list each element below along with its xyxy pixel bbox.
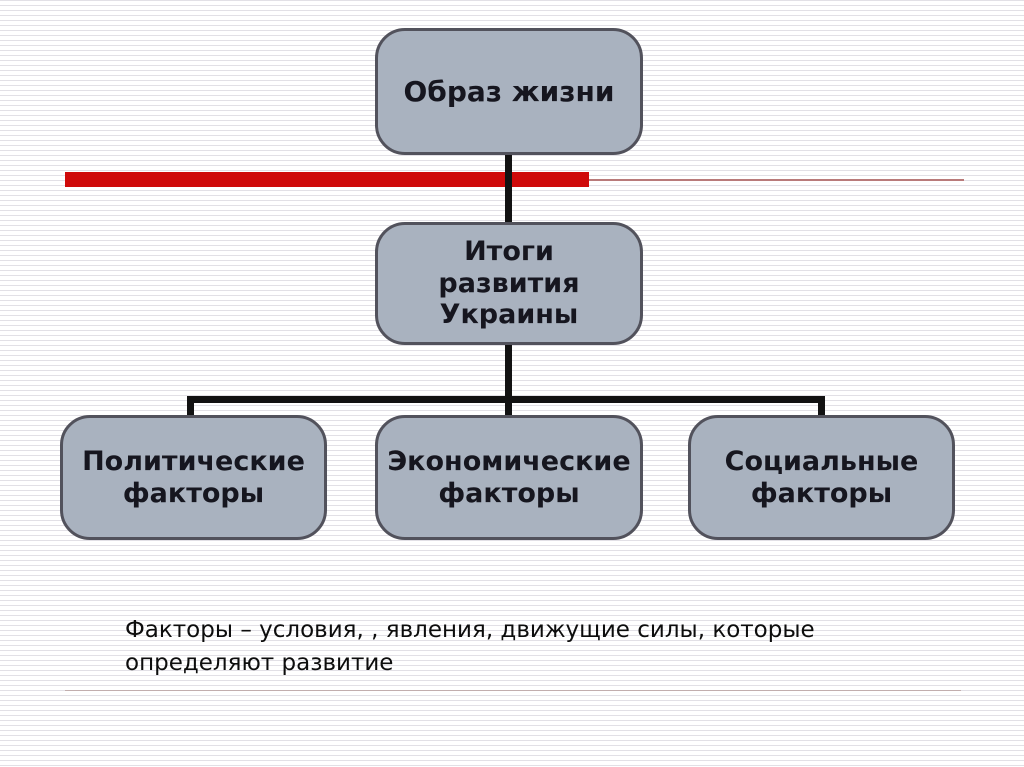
node-development-results: Итоги развития Украины	[375, 222, 643, 345]
node-social-factors-label: Социальные факторы	[724, 445, 919, 509]
connector-drop-right	[818, 396, 825, 419]
connector-middle-to-branch	[505, 343, 512, 419]
node-lifestyle-label: Образ жизни	[403, 74, 615, 108]
red-accent-bar	[65, 172, 589, 187]
node-political-factors-label: Политические факторы	[82, 445, 305, 509]
connector-drop-left	[187, 396, 194, 419]
node-economic-factors: Экономические факторы	[375, 415, 643, 540]
connector-root-to-middle	[505, 152, 512, 224]
connector-branch-horizontal	[187, 396, 825, 403]
red-accent-thin-line	[589, 179, 964, 181]
node-lifestyle: Образ жизни	[375, 28, 643, 155]
definition-note: Факторы – условия, , явления, движущие с…	[125, 614, 905, 679]
definition-note-line1: Факторы – условия, , явления, движущие с…	[125, 617, 815, 643]
node-political-factors: Политические факторы	[60, 415, 327, 540]
definition-note-line2: определяют развитие	[125, 649, 394, 676]
node-economic-factors-label: Экономические факторы	[387, 445, 631, 509]
footer-divider-line	[65, 690, 961, 691]
node-development-results-label: Итоги развития Украины	[438, 235, 580, 331]
node-social-factors: Социальные факторы	[688, 415, 955, 540]
